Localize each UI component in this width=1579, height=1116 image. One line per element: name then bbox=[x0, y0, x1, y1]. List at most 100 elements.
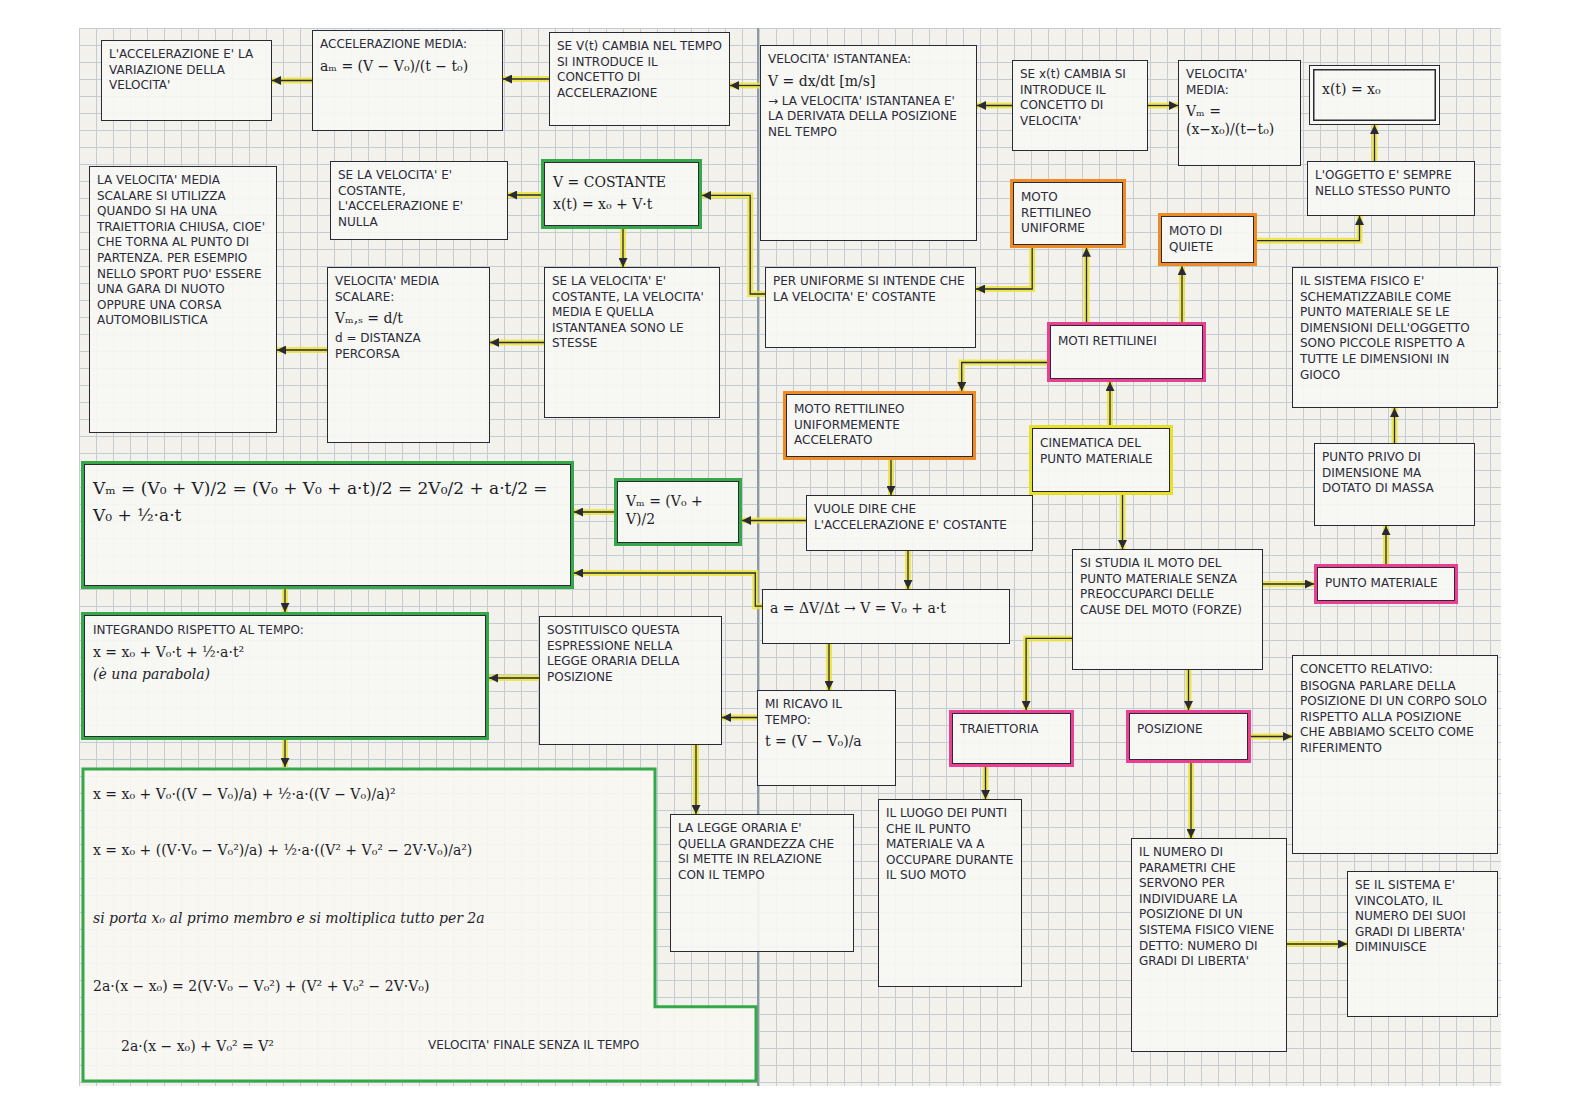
highlight-stroke bbox=[282, 740, 288, 767]
box-text: SE LA VELOCITA' E' COSTANTE, LA VELOCITA… bbox=[552, 274, 712, 352]
concept-box: VUOLE DIRE CHE L'ACCELERAZIONE E' COSTAN… bbox=[806, 495, 1033, 551]
connector-arrow bbox=[696, 745, 697, 814]
highlight-stroke bbox=[1188, 763, 1194, 838]
box-text: LA LEGGE ORARIA E' QUELLA GRANDEZZA CHE … bbox=[678, 821, 846, 883]
connector-line bbox=[730, 85, 760, 86]
highlight-stroke bbox=[722, 715, 757, 721]
highlight-stroke bbox=[574, 573, 762, 606]
highlight-stroke bbox=[574, 509, 614, 515]
formula-text: V = COSTANTE bbox=[553, 173, 690, 191]
connector-arrow bbox=[976, 248, 1032, 289]
connector-line bbox=[1257, 216, 1360, 241]
highlight-stroke bbox=[693, 745, 699, 814]
concept-box: IL LUOGO DEI PUNTI CHE IL PUNTO MATERIAL… bbox=[878, 799, 1022, 987]
box-text: CONCETTO RELATIVO: bbox=[1300, 662, 1490, 678]
connector-arrow bbox=[1086, 248, 1087, 322]
formula-box: x(t) = x₀ bbox=[1309, 65, 1440, 125]
key-term-box: POSIZIONE bbox=[1126, 710, 1251, 763]
box-text: TRAIETTORIA bbox=[960, 722, 1063, 738]
formula-text: 2a·(x − x₀) + V₀² = V² bbox=[121, 1037, 274, 1055]
highlight-stroke bbox=[490, 340, 544, 346]
connector-arrow bbox=[1251, 736, 1292, 737]
connector-arrow bbox=[508, 195, 541, 196]
box-text: LA VELOCITA' MEDIA SCALARE SI UTILIZZA Q… bbox=[97, 173, 269, 329]
concept-box: SE LA VELOCITA' E' COSTANTE, LA VELOCITA… bbox=[544, 267, 720, 418]
box-text: MI RICAVO IL TEMPO: bbox=[765, 697, 888, 728]
highlight-stroke bbox=[503, 76, 549, 82]
connector-line bbox=[722, 717, 757, 718]
box-text: IL SISTEMA FISICO E' SCHEMATIZZABILE COM… bbox=[1300, 274, 1490, 383]
box-text: SI STUDIA IL MOTO DEL PUNTO MATERIALE SE… bbox=[1080, 556, 1255, 618]
box-text: VUOLE DIRE CHE L'ACCELERAZIONE E' COSTAN… bbox=[814, 502, 1025, 533]
connector-line bbox=[1374, 125, 1375, 161]
connector-arrow bbox=[742, 520, 806, 521]
box-text: CINEMATICA DEL PUNTO MATERIALE bbox=[1040, 436, 1162, 467]
highlight-stroke bbox=[905, 551, 911, 589]
highlight-stroke bbox=[976, 248, 1032, 289]
box-text: POSIZIONE bbox=[1137, 722, 1240, 738]
box-text: MOTI RETTILINEI bbox=[1058, 334, 1195, 350]
connector-line bbox=[1263, 583, 1314, 584]
highlight-stroke bbox=[1263, 581, 1314, 587]
highlight-stroke bbox=[489, 675, 539, 681]
connector-arrow bbox=[962, 363, 1047, 392]
connector-arrow bbox=[1188, 670, 1189, 710]
connector-arrow bbox=[1148, 105, 1178, 106]
box-text: → LA VELOCITA' ISTANTANEA E' LA DERIVATA… bbox=[768, 94, 969, 141]
formula-text: aₘ = (V − V₀)/(t − t₀) bbox=[320, 57, 495, 75]
formula-box: INTEGRANDO RISPETTO AL TEMPO:x = x₀ + V₀… bbox=[81, 612, 489, 740]
concept-box: PER UNIFORME SI INTENDE CHE LA VELOCITA'… bbox=[765, 267, 976, 348]
concept-box: SE LA VELOCITA' E' COSTANTE, L'ACCELERAZ… bbox=[330, 161, 508, 240]
connector-line bbox=[490, 342, 544, 343]
connector-line bbox=[1109, 382, 1110, 425]
formula-box: V = COSTANTEx(t) = x₀ + V·t bbox=[541, 159, 702, 229]
connector-line bbox=[272, 80, 312, 81]
connector-arrow bbox=[1257, 216, 1360, 241]
formula-text: Vₘ = (x−x₀)/(t−t₀) bbox=[1186, 102, 1293, 138]
highlight-stroke bbox=[1251, 734, 1292, 740]
highlight-stroke bbox=[888, 460, 894, 495]
concept-box: VELOCITA' MEDIA:Vₘ = (x−x₀)/(t−t₀) bbox=[1178, 60, 1301, 166]
concept-box: SE V(t) CAMBIA NEL TEMPO SI INTRODUCE IL… bbox=[549, 32, 730, 126]
box-text: d = DISTANZA PERCORSA bbox=[335, 331, 482, 362]
formula-text: x = x₀ + V₀·t + ½·a·t² bbox=[93, 643, 477, 661]
connector-arrow bbox=[1182, 266, 1183, 322]
highlight-stroke bbox=[1148, 103, 1178, 109]
connector-line bbox=[907, 551, 908, 589]
connector-arrow bbox=[977, 105, 1012, 106]
formula-text: x(t) = x₀ bbox=[1322, 80, 1427, 98]
highlight-stroke bbox=[1287, 941, 1347, 947]
formula-text: Vₘ = (V₀ + V)/2 bbox=[626, 492, 730, 528]
connector-arrow bbox=[1263, 584, 1314, 585]
connector-arrow bbox=[1374, 125, 1375, 161]
note-text: si porta x₀ al primo membro e si moltipl… bbox=[93, 909, 485, 927]
connector-arrow bbox=[1287, 944, 1347, 945]
connector-arrow bbox=[730, 85, 760, 86]
concept-box: SE x(t) CAMBIA SI INTRODUCE IL CONCETTO … bbox=[1012, 60, 1148, 151]
box-text: L'OGGETTO E' SEMPRE NELLO STESSO PUNTO bbox=[1315, 168, 1467, 199]
key-term-box: PUNTO MATERIALE bbox=[1314, 564, 1458, 604]
connector-line bbox=[1148, 105, 1178, 106]
connector-arrow bbox=[1386, 526, 1387, 564]
connector-line bbox=[977, 105, 1012, 106]
highlight-stroke bbox=[282, 589, 288, 612]
root-topic-box: CINEMATICA DEL PUNTO MATERIALE bbox=[1029, 425, 1173, 495]
connector-arrow bbox=[1026, 638, 1072, 710]
highlight-stroke bbox=[277, 347, 327, 353]
box-text: BISOGNA PARLARE DELLA POSIZIONE DI UN CO… bbox=[1300, 679, 1490, 757]
formula-text: V = dx/dt [m/s] bbox=[768, 72, 969, 90]
formula-text: t = (V − V₀)/a bbox=[765, 732, 888, 750]
highlight-stroke bbox=[620, 229, 626, 267]
connector-line bbox=[1026, 638, 1072, 710]
key-term-box: MOTI RETTILINEI bbox=[1047, 322, 1206, 382]
box-text: L'ACCELERAZIONE E' LA VARIAZIONE DELLA V… bbox=[109, 47, 264, 94]
connector-arrow bbox=[285, 589, 286, 612]
connector-arrow bbox=[1122, 495, 1123, 549]
concept-box: SE IL SISTEMA E' VINCOLATO, IL NUMERO DE… bbox=[1347, 871, 1498, 1017]
topic-box: MOTO RETTILINEO UNIFORMEMENTE ACCELERATO bbox=[783, 391, 976, 460]
connector-line bbox=[1251, 736, 1292, 737]
highlight-stroke bbox=[742, 518, 806, 524]
connector-arrow bbox=[272, 80, 312, 81]
highlight-stroke bbox=[962, 363, 1047, 392]
